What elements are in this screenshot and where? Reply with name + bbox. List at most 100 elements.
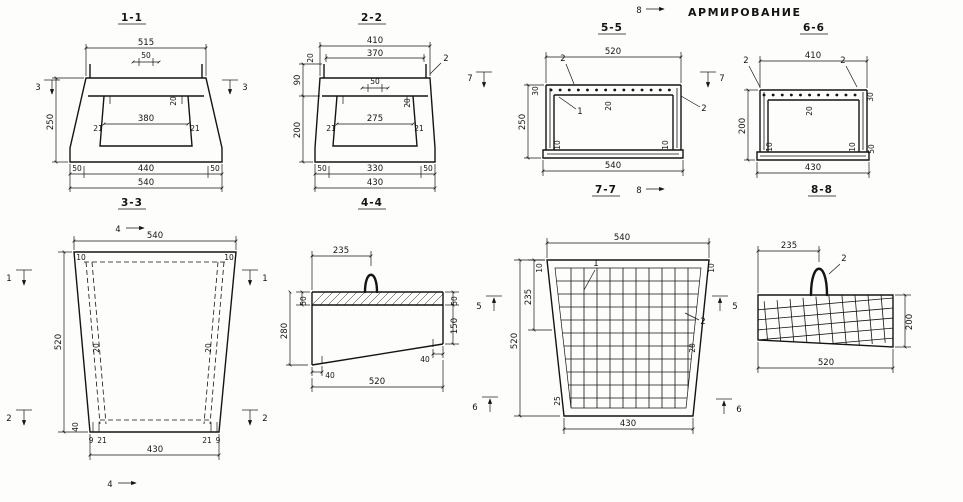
dim-label: 520 <box>54 334 64 350</box>
dim-label: 440 <box>138 164 154 174</box>
dim-offset: 10 <box>707 263 716 273</box>
dim-label: 430 <box>147 445 163 455</box>
dim-edge: 50 <box>867 144 876 154</box>
channel-outline <box>314 64 436 163</box>
dim-cavity: 20 <box>604 101 613 111</box>
dim-wall: 20 <box>92 343 101 353</box>
callout-label: 2 <box>560 54 565 64</box>
dim-wall: 20 <box>688 343 697 353</box>
dim-height-left: 250 <box>46 76 84 164</box>
dim-label: 520 <box>818 358 834 368</box>
cut-mark-3-right: 3 <box>222 79 248 95</box>
cut-mark-8-top: 8 <box>636 6 665 16</box>
dim-bottom: 50 440 50 540 <box>68 164 224 192</box>
dim-label: 50 <box>370 77 380 86</box>
dim-label: 540 <box>147 231 163 241</box>
dim-label: 50 <box>450 296 459 306</box>
dim-label: 235 <box>781 241 797 251</box>
cut-label: 5 <box>476 302 481 312</box>
cut-label: 3 <box>242 83 247 93</box>
dim-lip: 20 <box>403 98 412 108</box>
dim-label: 430 <box>620 419 636 429</box>
dim-label: 380 <box>138 114 154 124</box>
dim-label: 515 <box>138 38 154 48</box>
dim-bottom-notches: 9 21 21 9 <box>89 436 221 445</box>
dim-top-width: 515 <box>84 38 208 76</box>
dim-label: 370 <box>367 49 383 59</box>
dim-label: 250 <box>518 114 528 130</box>
dim-label: 21 <box>414 124 424 133</box>
cut-label: 1 <box>6 274 11 284</box>
lifting-loop-icon <box>363 273 379 294</box>
dim-label: 540 <box>614 233 630 243</box>
callout-2: 2 <box>828 254 847 275</box>
dim-top-width: 520 <box>544 47 683 83</box>
section-7-7: 7-7 1 2 540 10 10 235 <box>472 184 742 434</box>
rebar <box>760 92 866 157</box>
cut-label: 6 <box>736 405 741 415</box>
dim-label: 275 <box>367 114 383 124</box>
section-4-4: 4-4 235 50 280 <box>280 197 460 392</box>
callout-2: 2 <box>684 312 706 327</box>
callout-2-left: 2 <box>560 54 575 85</box>
dim-edge: 30 <box>866 92 875 102</box>
dim-label: 9 <box>89 436 94 445</box>
dim-label: 540 <box>138 178 154 188</box>
dim-offset: 10 <box>76 253 86 262</box>
dim-label: 50 <box>210 164 220 173</box>
cut-mark-4-top: 4 <box>115 225 145 235</box>
cut-mark-5-left: 5 <box>476 295 502 312</box>
section-title-7-7: 7-7 <box>595 184 617 196</box>
dim-label: 235 <box>333 246 349 256</box>
reinforcement-mesh <box>555 268 701 408</box>
dim-label: 520 <box>605 47 621 57</box>
callout-label: 1 <box>577 107 582 117</box>
channel-outline <box>756 89 870 161</box>
dim-label: 150 <box>450 318 460 334</box>
dim-height-right: 200 <box>895 293 915 349</box>
dim-inner-width: 275 21 21 <box>326 114 424 133</box>
callout-label: 2 <box>701 104 706 114</box>
cut-mark-7-right: 7 <box>700 71 725 88</box>
dim-label: 330 <box>367 164 383 174</box>
cut-mark-1-right: 1 <box>242 269 268 286</box>
dim-left: 50 280 <box>280 290 310 367</box>
dim-label: 200 <box>738 118 748 134</box>
dim-height-left: 200 <box>738 88 758 162</box>
dim-height-left: 520 <box>510 258 560 418</box>
channel-outline <box>69 64 223 163</box>
section-title-8-8: 8-8 <box>811 184 833 196</box>
dim-lip: 20 <box>169 96 178 106</box>
dim-top-width: 540 <box>545 233 711 258</box>
cut-label: 6 <box>472 403 477 413</box>
dim-flange-width: 370 <box>324 49 426 62</box>
dim-tab: 20 <box>306 53 315 63</box>
dim-label: 520 <box>510 333 520 349</box>
lifting-loop-icon <box>809 267 829 297</box>
dim-loop-offset: 235 <box>310 246 373 290</box>
dim-inner-width: 380 21 21 <box>93 114 200 133</box>
dim-label: 50 <box>299 296 308 306</box>
cut-mark-1-left: 1 <box>6 269 32 286</box>
section-5-5: 5-5 7 7 2 1 2 520 <box>467 22 724 196</box>
callout-label: 2 <box>443 54 448 64</box>
section-title-2-2: 2-2 <box>361 12 383 24</box>
callout-label: 2 <box>743 56 748 66</box>
dim-foot: 10 <box>661 140 670 150</box>
callout-label: 2 <box>841 254 846 264</box>
hatch-slab <box>311 291 444 306</box>
dim-label: 235 <box>524 289 534 305</box>
callout-2-left: 2 <box>743 56 761 88</box>
dim-label: 520 <box>369 377 385 387</box>
dim-cavity: 20 <box>805 106 814 116</box>
dim-loop-offset: 235 <box>756 241 821 293</box>
cut-label: 8 <box>636 6 641 16</box>
dim-label: 200 <box>905 314 915 330</box>
dim-label: 21 <box>326 124 336 133</box>
trough-elevation-outline <box>73 251 237 433</box>
cut-mark-2-left: 2 <box>6 409 32 426</box>
cut-label: 2 <box>262 414 267 424</box>
cut-mark-7-left: 7 <box>467 71 492 88</box>
